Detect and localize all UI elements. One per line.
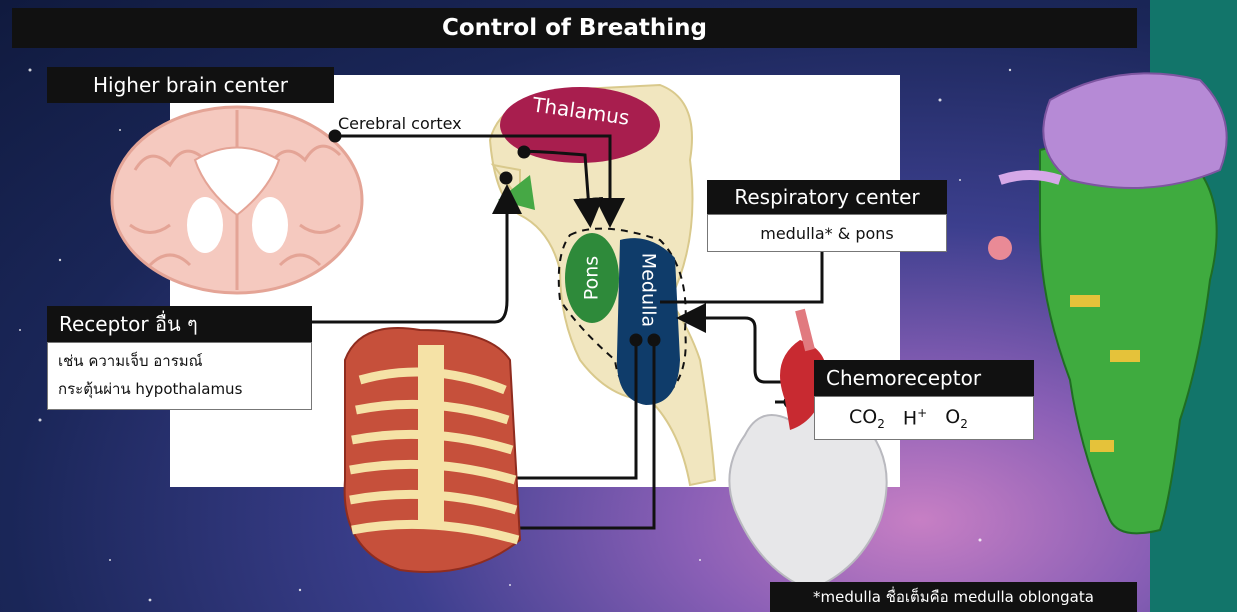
footnote: *medulla ชื่อเต็มคือ medulla oblongata xyxy=(770,582,1137,612)
o2-label: O2 xyxy=(945,406,968,431)
higher-brain-center-title: Higher brain center xyxy=(93,73,288,97)
medulla-label: Medulla xyxy=(638,253,660,327)
receptor-detail-box: เช่น ความเจ็บ อารมณ์ กระตุ้นผ่าน hypotha… xyxy=(47,342,312,410)
co2-label: CO2 xyxy=(849,406,885,431)
chemoreceptor-title: Chemoreceptor xyxy=(826,366,981,390)
h-ion-label: H+ xyxy=(903,406,927,429)
chemoreceptor-detail-box: CO2 H+ O2 xyxy=(814,396,1034,440)
higher-brain-center-label: Higher brain center xyxy=(47,67,334,103)
chemoreceptor-label: Chemoreceptor xyxy=(814,360,1034,396)
receptor-title: Receptor อื่น ๆ xyxy=(59,308,198,340)
respiratory-center-title: Respiratory center xyxy=(734,185,919,209)
receptor-detail-line1: เช่น ความเจ็บ อารมณ์ xyxy=(58,347,301,375)
receptor-detail-line2: กระตุ้นผ่าน hypothalamus xyxy=(58,375,301,403)
brainstem-3d-illustration xyxy=(988,73,1227,533)
brain-coronal-illustration xyxy=(112,107,362,293)
respiratory-center-detail-box: medulla* & pons xyxy=(707,214,947,252)
respiratory-center-label: Respiratory center xyxy=(707,180,947,214)
heart-illustration xyxy=(729,310,886,590)
respiratory-center-detail: medulla* & pons xyxy=(760,224,894,243)
cerebral-cortex-label: Cerebral cortex xyxy=(338,114,462,133)
pons-label: Pons xyxy=(581,256,603,300)
receptor-label: Receptor อื่น ๆ xyxy=(47,306,312,342)
ribcage-illustration xyxy=(345,328,520,572)
